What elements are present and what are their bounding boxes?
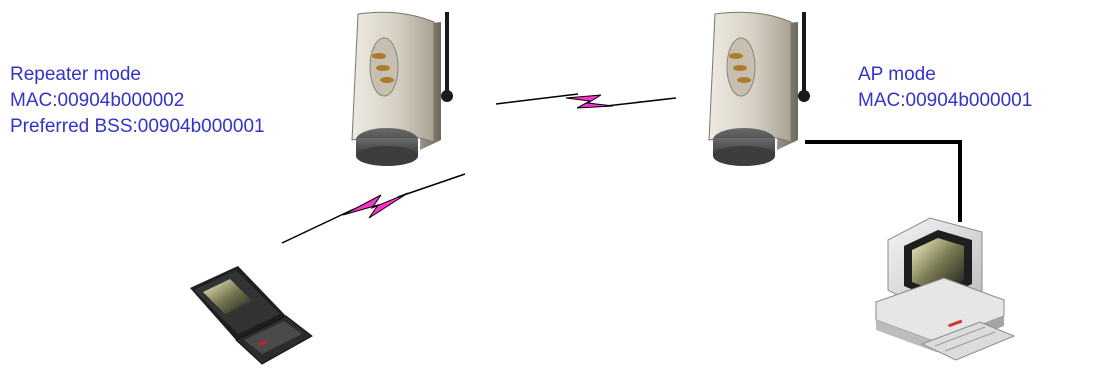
ap-mode-text: AP mode: [858, 62, 1032, 88]
wireless-link-repeater-laptop: [282, 174, 465, 243]
repeater-mac-text: MAC:00904b000002: [10, 88, 265, 114]
ap-access-point-icon: [709, 12, 810, 166]
repeater-mode-text: Repeater mode: [10, 62, 265, 88]
laptop-icon: [190, 266, 312, 364]
repeater-preferred-bss-text: Preferred BSS:00904b000001: [10, 114, 265, 140]
repeater-label: Repeater mode MAC:00904b000002 Preferred…: [10, 62, 265, 140]
ap-label: AP mode MAC:00904b000001: [858, 62, 1032, 114]
wireless-link-repeater-ap: [496, 94, 676, 108]
repeater-access-point-icon: [352, 12, 453, 166]
wired-link: [805, 142, 960, 222]
ap-mac-text: MAC:00904b000001: [858, 88, 1032, 114]
desktop-computer-icon: [876, 218, 1014, 360]
